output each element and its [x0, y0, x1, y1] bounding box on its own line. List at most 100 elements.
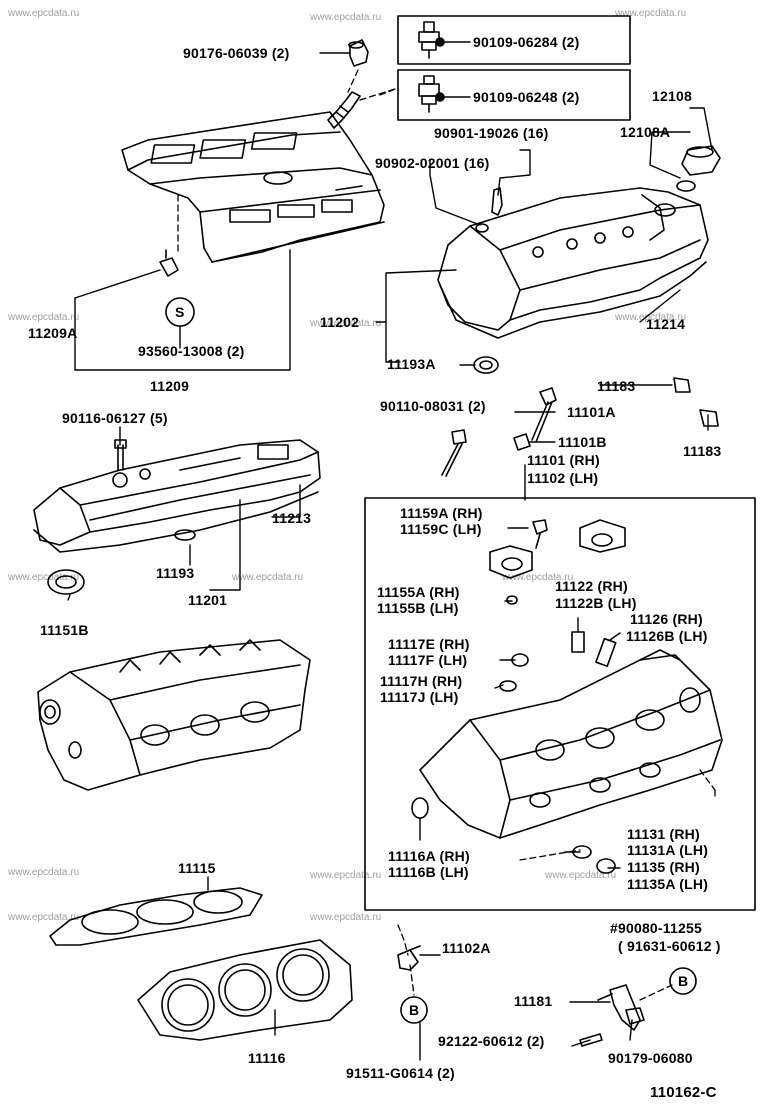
- part-label: 90901-19026 (16): [434, 125, 549, 141]
- cam-bearing-cap-icon: [489, 519, 626, 579]
- part-label: 11122B (LH): [555, 595, 637, 611]
- part-label: 11131A (LH): [627, 842, 709, 858]
- watermark: www.epcdata.ru: [310, 870, 382, 881]
- callout-b-label: B: [409, 1002, 420, 1018]
- seal-ring-icon: [411, 797, 616, 874]
- part-label: 11183: [597, 378, 636, 394]
- part-label: 11116B (LH): [388, 864, 469, 880]
- part-label: 90109-06248 (2): [473, 89, 580, 105]
- plug-seal-icon: [473, 356, 499, 374]
- callout-s-circle: [165, 297, 195, 327]
- watermark: www.epcdata.ru: [8, 912, 80, 923]
- watermark: www.epcdata.ru: [232, 572, 304, 583]
- sensor-plug-icon: [397, 945, 421, 971]
- watermark: www.epcdata.ru: [545, 870, 617, 881]
- watermark: www.epcdata.ru: [8, 312, 80, 323]
- part-label: 11117J (LH): [380, 689, 459, 705]
- part-label: 11115: [178, 860, 216, 876]
- part-label: 90116-06127 (5): [62, 410, 168, 426]
- part-label: 11181: [514, 993, 553, 1009]
- part-label: 92122-60612 (2): [438, 1033, 545, 1049]
- part-label: 90109-06284 (2): [473, 34, 580, 50]
- diagram-code: 110162-C: [650, 1084, 717, 1101]
- sensor-box-lower: [397, 69, 631, 121]
- part-label: 11201: [188, 592, 228, 608]
- engine-cover-part: [121, 111, 385, 263]
- nut-icon: [625, 1007, 645, 1025]
- watermark: www.epcdata.ru: [310, 912, 382, 923]
- leader-lines: [67, 41, 713, 1061]
- cap-bolt-icon: [532, 519, 548, 549]
- part-label: 11213: [272, 510, 312, 526]
- bracket-clip-icon: [159, 249, 179, 277]
- callout-b-circle-right: [669, 967, 697, 995]
- rubber-pad-icon: [673, 377, 719, 427]
- part-label: 12108: [652, 88, 692, 104]
- bracket-bolt-icon: [579, 1033, 603, 1047]
- part-label: 11214: [646, 316, 686, 332]
- part-label: 90110-08031 (2): [380, 398, 486, 414]
- part-label: 11116: [248, 1050, 286, 1066]
- part-label: 11193A: [387, 356, 436, 372]
- watermark: www.epcdata.ru: [615, 312, 687, 323]
- callout-b-circle-left: [400, 996, 428, 1024]
- sensor-box-upper: [397, 15, 631, 65]
- part-label: 11101 (RH): [527, 452, 600, 468]
- part-label: 11102A: [442, 940, 491, 956]
- part-label: 11122 (RH): [555, 578, 628, 594]
- watermark: www.epcdata.ru: [310, 12, 382, 23]
- valve-cover-lh-part: [33, 439, 321, 553]
- oil-seal-icon: [47, 569, 85, 595]
- part-label: 93560-13008 (2): [138, 343, 245, 359]
- part-label: 12108A: [620, 124, 671, 140]
- gasket-ring-icon: [174, 529, 196, 541]
- watermark: www.epcdata.ru: [502, 572, 574, 583]
- head-assembly-frame: [364, 497, 756, 911]
- part-label: 11116A (RH): [388, 848, 470, 864]
- cylinder-head-lh-part: [37, 639, 311, 791]
- part-label: 11209: [150, 378, 190, 394]
- part-label: 11209A: [28, 325, 78, 341]
- part-label: 11155B (LH): [377, 600, 459, 616]
- part-label: 11183: [683, 443, 722, 459]
- cylinder-head-rh-part: [419, 649, 723, 839]
- watermark: www.epcdata.ru: [615, 8, 687, 19]
- watermark: www.epcdata.ru: [8, 867, 80, 878]
- stud-bolt-icon: [114, 439, 127, 471]
- bracket-part: [597, 984, 641, 1031]
- part-label: 11193: [156, 565, 195, 581]
- part-label: ( 91631-60612 ): [618, 938, 721, 954]
- part-label: 11159A (RH): [400, 505, 483, 521]
- part-label: 11135A (LH): [627, 876, 709, 892]
- sensor-lower-icon: [418, 75, 445, 113]
- part-label: 91511-G0614 (2): [346, 1065, 455, 1081]
- head-bolt-icon: [441, 387, 557, 477]
- gasket-strip-part: [49, 887, 263, 946]
- oil-cap-icon: [676, 145, 721, 192]
- valve-cover-rh-part: [437, 187, 709, 339]
- washer-icon: [513, 433, 531, 451]
- watermark: www.epcdata.ru: [8, 8, 80, 19]
- part-label: 11101B: [558, 434, 607, 450]
- callout-s-label: S: [175, 304, 185, 320]
- part-label: 11159C (LH): [400, 521, 482, 537]
- valve-guide-icon: [571, 631, 617, 668]
- bolt-washer-icon: [475, 187, 503, 233]
- plug-icon: [499, 653, 529, 692]
- knock-pin-icon: [506, 595, 518, 605]
- dashed-lines: [177, 69, 716, 1001]
- part-label: 11126 (RH): [630, 611, 703, 627]
- part-label: 11117E (RH): [388, 636, 470, 652]
- bolt-icon: [348, 39, 369, 67]
- callout-b-label: B: [678, 973, 689, 989]
- part-label: 90176-06039 (2): [183, 45, 290, 61]
- part-label: 11135 (RH): [627, 859, 700, 875]
- watermark: www.epcdata.ru: [8, 572, 80, 583]
- spark-plug-icon: [327, 91, 361, 129]
- part-label: 11117F (LH): [388, 652, 468, 668]
- watermark: www.epcdata.ru: [310, 318, 382, 329]
- head-gasket-part: [137, 939, 353, 1041]
- part-label: 90902-02001 (16): [375, 155, 490, 171]
